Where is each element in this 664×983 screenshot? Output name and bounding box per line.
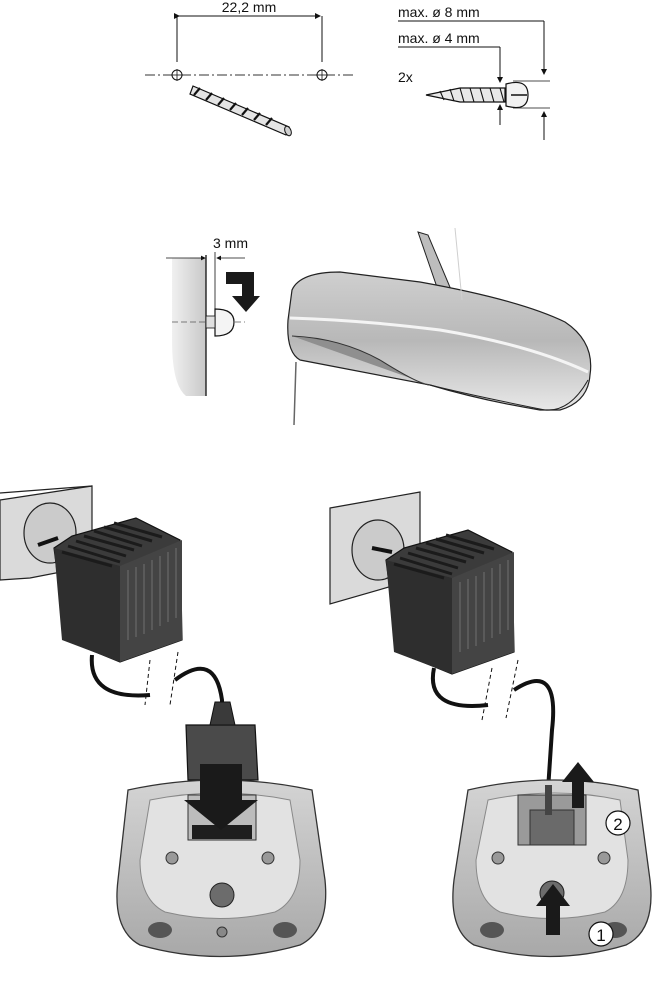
drill-spacing-figure: 22,2 mm bbox=[145, 0, 355, 137]
cable-routing-figure: 2 1 bbox=[330, 492, 651, 957]
charging-base-left bbox=[117, 764, 326, 957]
charger-connect-figure bbox=[0, 486, 326, 957]
screw-head-label: max. ø 8 mm bbox=[398, 4, 480, 20]
charging-base-right bbox=[453, 762, 651, 957]
drill-spacing-label: 22,2 mm bbox=[222, 0, 276, 15]
wall bbox=[172, 258, 206, 396]
power-adapter bbox=[54, 518, 182, 662]
screw-quantity-label: 2x bbox=[398, 69, 413, 85]
handset bbox=[288, 228, 591, 425]
step-1-number: 1 bbox=[596, 926, 605, 945]
gap-label: 3 mm bbox=[213, 235, 248, 251]
screw-shaft-label: max. ø 4 mm bbox=[398, 30, 480, 46]
screw-figure: max. ø 8 mm max. ø 4 mm 2x bbox=[398, 4, 550, 140]
adapter-cable-right-2 bbox=[514, 681, 553, 790]
adapter-cable-left-2 bbox=[433, 668, 488, 706]
wall-mount-figure: 3 mm bbox=[166, 228, 591, 425]
screw-icon bbox=[426, 82, 528, 107]
step-1-badge: 1 bbox=[589, 922, 613, 946]
step-2-badge: 2 bbox=[606, 811, 630, 835]
drill-bit bbox=[190, 86, 293, 137]
step-2-number: 2 bbox=[613, 815, 622, 834]
mount-arrow bbox=[226, 272, 260, 312]
screw-head bbox=[215, 309, 234, 336]
power-adapter-right bbox=[386, 530, 514, 674]
